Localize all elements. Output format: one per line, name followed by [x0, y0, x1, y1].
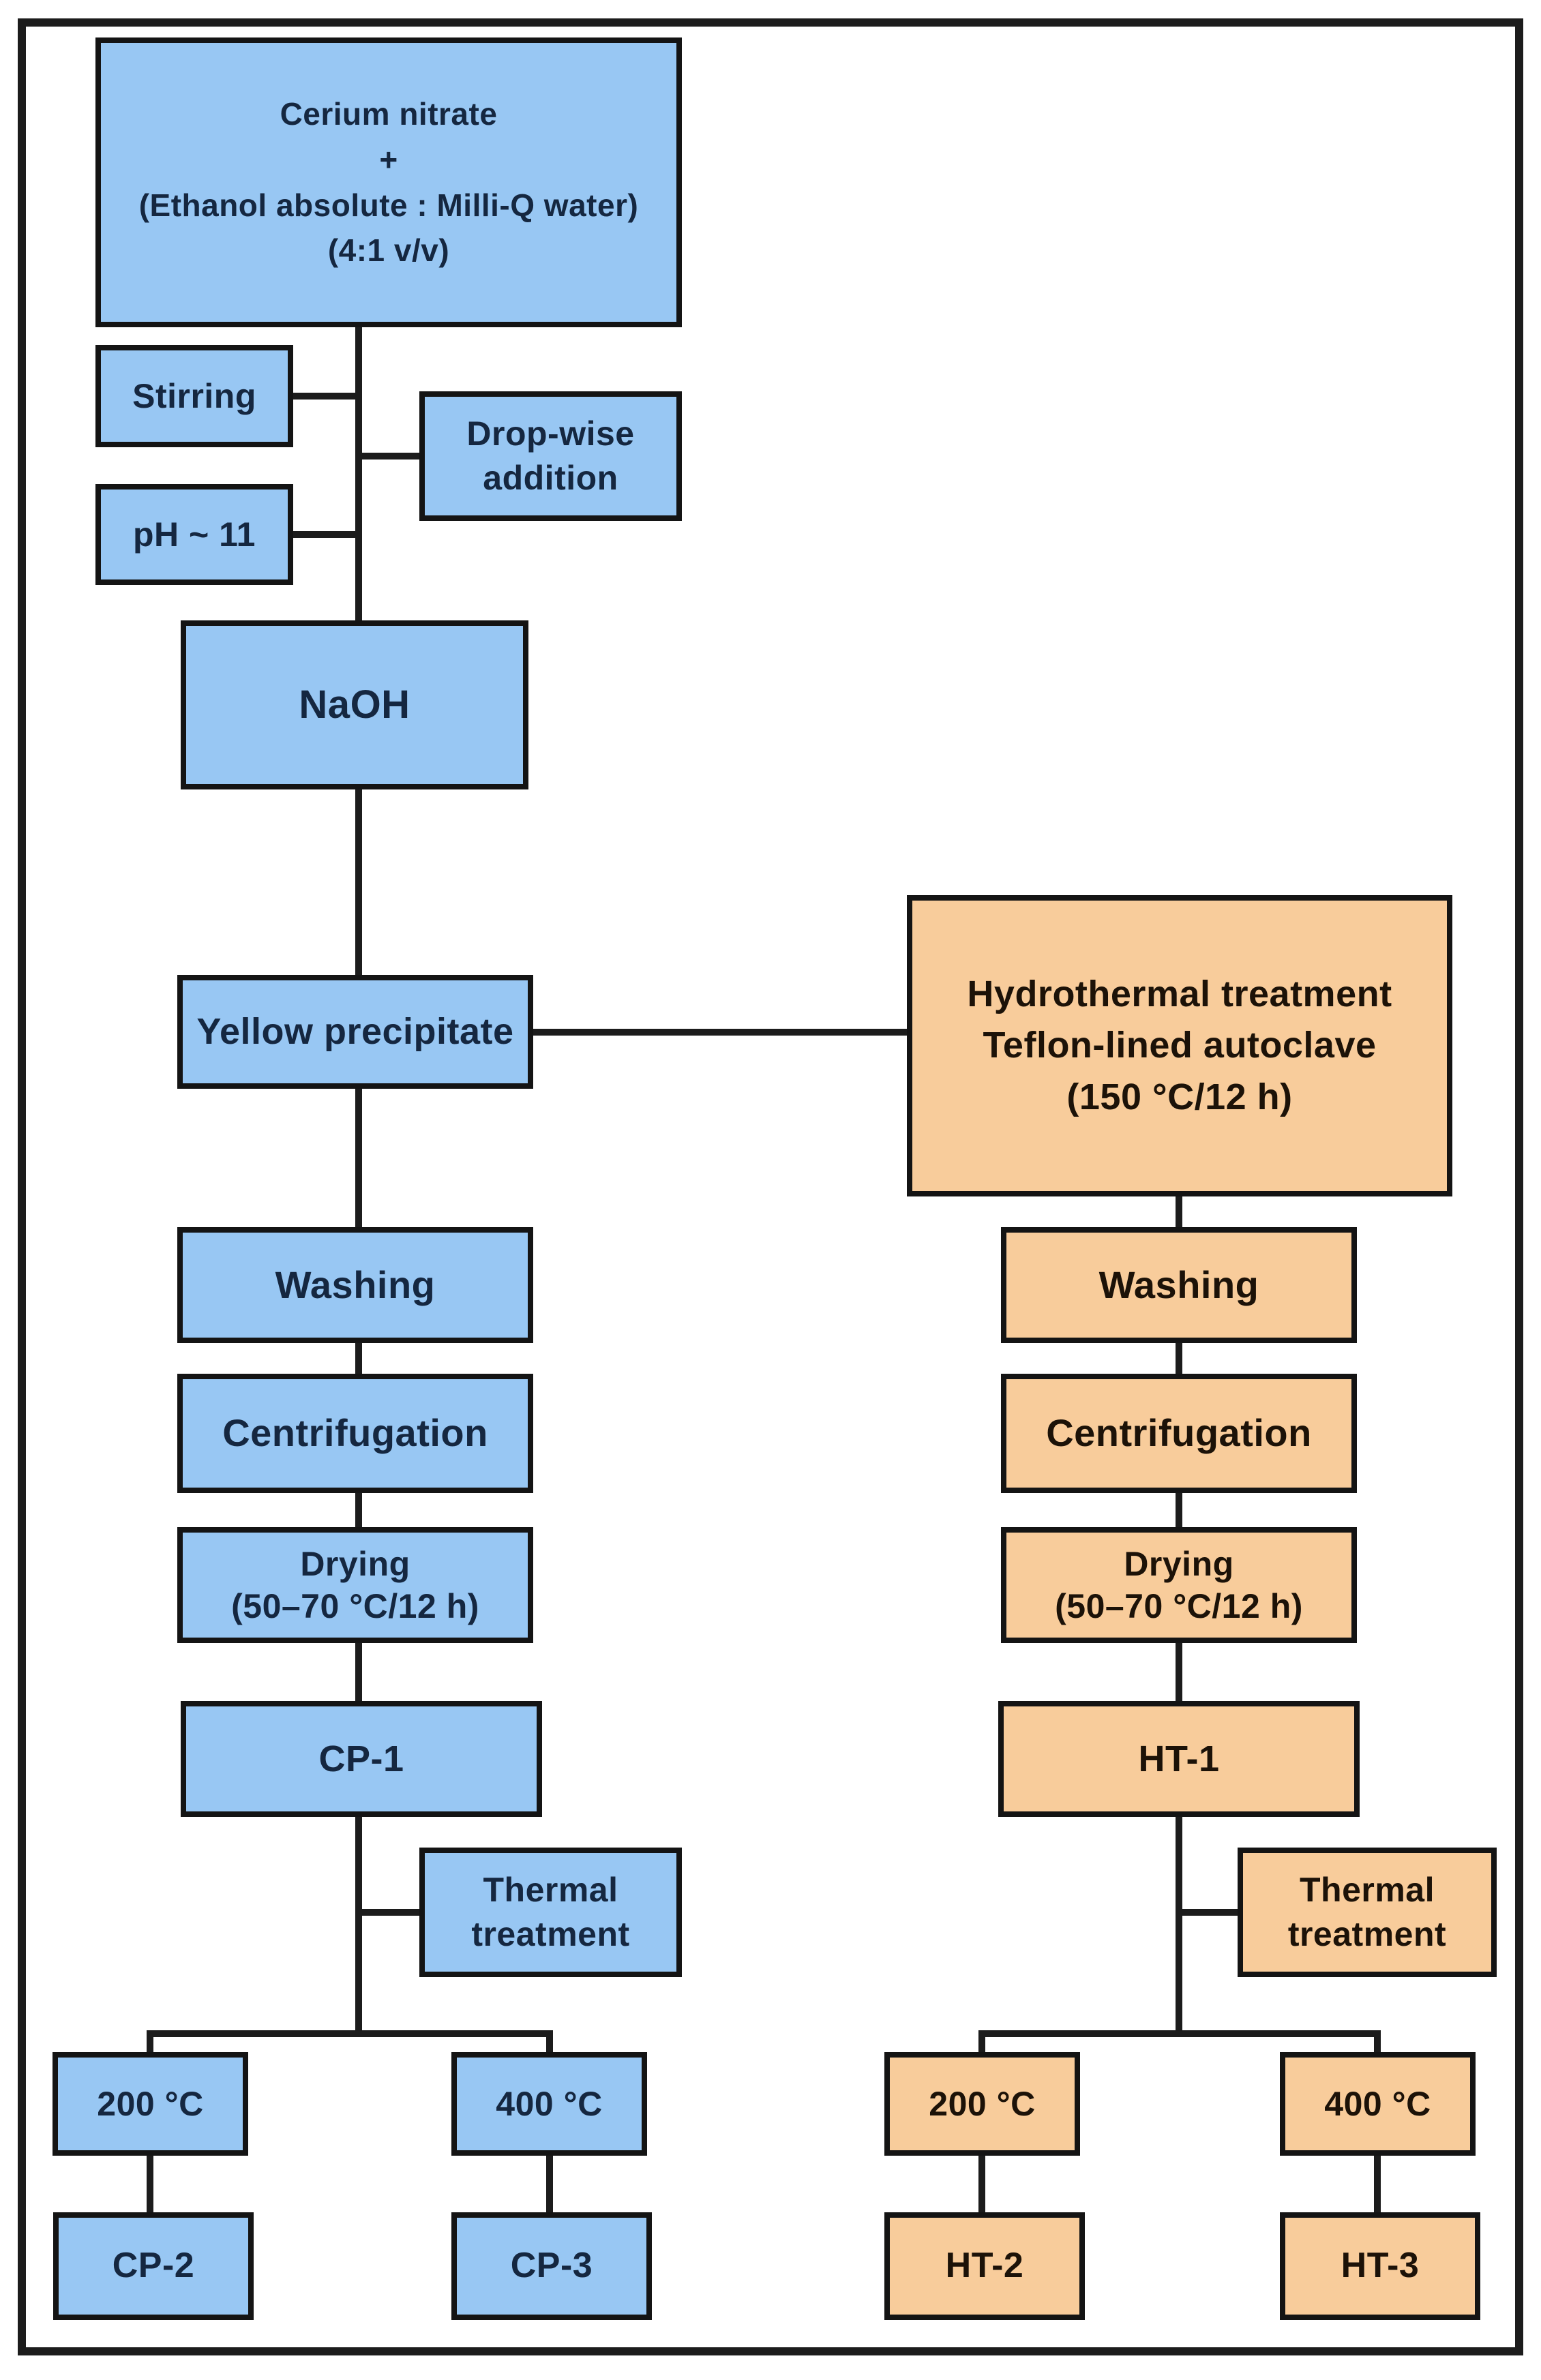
drop-to-200-cp — [147, 2030, 153, 2056]
node-label-line: 400 °C — [1324, 2084, 1431, 2123]
node-label-line: 400 °C — [496, 2084, 603, 2123]
node-label-line: addition — [483, 459, 618, 497]
connector-drying-to-ht1 — [1176, 1643, 1182, 1701]
node-label-line: 200 °C — [929, 2084, 1036, 2123]
connector-ht1-to-split — [1176, 1817, 1182, 2037]
node-label-line: CP-3 — [510, 2246, 593, 2286]
node-label-line: Cerium nitrate — [280, 96, 498, 132]
node-label-line: (50–70 °C/12 h) — [1055, 1587, 1303, 1625]
connector-dropwise-stub — [359, 453, 422, 460]
node-label-line: Centrifugation — [222, 1411, 488, 1455]
node-washing-cp: Washing — [177, 1227, 533, 1343]
node-ht2: HT-2 — [884, 2212, 1085, 2320]
node-cp1: CP-1 — [181, 1701, 542, 1817]
node-label-line: HT-3 — [1341, 2246, 1420, 2286]
node-label-line: Thermal — [1299, 1871, 1435, 1909]
connector-200-to-cp2 — [147, 2156, 153, 2218]
node-drying-cp: Drying (50–70 °C/12 h) — [177, 1527, 533, 1643]
node-200c-ht: 200 °C — [884, 2052, 1080, 2156]
node-label-line: Hydrothermal treatment — [967, 973, 1392, 1014]
node-label-line: 200 °C — [97, 2084, 204, 2123]
node-label-line: Yellow precipitate — [196, 1011, 514, 1053]
connector-naoh-to-precipitate — [355, 789, 362, 975]
node-label-line: Stirring — [132, 376, 256, 415]
node-ht3: HT-3 — [1280, 2212, 1480, 2320]
node-label-line: + — [379, 141, 398, 177]
node-thermal-cp: Thermal treatment — [419, 1848, 682, 1977]
node-drying-ht: Drying (50–70 °C/12 h) — [1001, 1527, 1357, 1643]
node-label-line: Drop-wise — [466, 415, 635, 453]
node-label-line: (Ethanol absolute : Milli-Q water) — [138, 187, 639, 223]
connector-washing-to-centrifugation-cp — [355, 1343, 362, 1374]
node-label-line: HT-1 — [1138, 1738, 1220, 1779]
node-yellow-precipitate: Yellow precipitate — [177, 975, 533, 1089]
connector-400-to-cp3 — [546, 2156, 553, 2218]
connector-washing-to-centrifugation-ht — [1176, 1343, 1182, 1374]
node-centrifugation-ht: Centrifugation — [1001, 1374, 1357, 1493]
node-ph: pH ~ 11 — [95, 484, 293, 585]
connector-ph-stub — [292, 531, 362, 538]
node-label-line: HT-2 — [945, 2246, 1024, 2286]
connector-thermal-cp-stub — [359, 1909, 422, 1916]
node-thermal-ht: Thermal treatment — [1238, 1848, 1497, 1977]
split-bar-cp — [147, 2030, 553, 2037]
drop-to-200-ht — [978, 2030, 985, 2056]
node-label-line: Washing — [275, 1263, 436, 1306]
connector-thermal-ht-stub — [1179, 1909, 1240, 1916]
connector-cp1-to-split — [355, 1817, 362, 2037]
node-label-line: treatment — [1287, 1915, 1447, 1953]
node-centrifugation-cp: Centrifugation — [177, 1374, 533, 1493]
node-label-line: CP-1 — [318, 1738, 404, 1779]
node-400c-cp: 400 °C — [451, 2052, 647, 2156]
node-label-line: (50–70 °C/12 h) — [231, 1587, 479, 1625]
node-cp2: CP-2 — [53, 2212, 254, 2320]
connector-centrifugation-to-drying-ht — [1176, 1493, 1182, 1527]
node-label-line: (4:1 v/v) — [327, 232, 450, 269]
node-label-line: pH ~ 11 — [133, 515, 256, 554]
node-naoh: NaOH — [181, 620, 528, 789]
connector-centrifugation-to-drying-cp — [355, 1493, 362, 1527]
node-400c-ht: 400 °C — [1280, 2052, 1476, 2156]
connector-200-to-ht2 — [978, 2156, 985, 2218]
node-label-line: Drying — [300, 1544, 410, 1583]
drop-to-400-ht — [1374, 2030, 1381, 2056]
node-label-line: treatment — [471, 1915, 630, 1953]
node-200c-cp: 200 °C — [53, 2052, 248, 2156]
split-bar-ht — [978, 2030, 1381, 2037]
connector-precipitate-to-hydrothermal — [533, 1029, 907, 1036]
node-washing-ht: Washing — [1001, 1227, 1357, 1343]
node-stirring: Stirring — [95, 345, 293, 447]
node-label-line: NaOH — [299, 682, 410, 727]
connector-drying-to-cp1 — [355, 1643, 362, 1701]
node-ht1: HT-1 — [998, 1701, 1360, 1817]
connector-stirring-stub — [292, 393, 362, 400]
connector-hydrothermal-to-washing-ht — [1176, 1196, 1182, 1230]
node-label-line: Drying — [1124, 1544, 1234, 1583]
node-label-line: Washing — [1098, 1263, 1259, 1306]
node-label-line: Teflon-lined autoclave — [983, 1025, 1377, 1066]
connector-precipitate-to-washing-cp — [355, 1089, 362, 1227]
connector-cerium-to-naoh — [355, 327, 362, 620]
node-cerium-mixture: Cerium nitrate + (Ethanol absolute : Mil… — [95, 37, 682, 327]
node-label-line: Centrifugation — [1046, 1411, 1312, 1455]
drop-to-400-cp — [546, 2030, 553, 2056]
node-label-line: Thermal — [483, 1871, 618, 1909]
node-label-line: (150 °C/12 h) — [1066, 1076, 1293, 1117]
node-hydrothermal: Hydrothermal treatment Teflon-lined auto… — [907, 895, 1452, 1196]
node-dropwise-addition: Drop-wise addition — [419, 391, 682, 521]
node-label-line: CP-2 — [112, 2246, 195, 2286]
connector-400-to-ht3 — [1374, 2156, 1381, 2218]
node-cp3: CP-3 — [451, 2212, 652, 2320]
